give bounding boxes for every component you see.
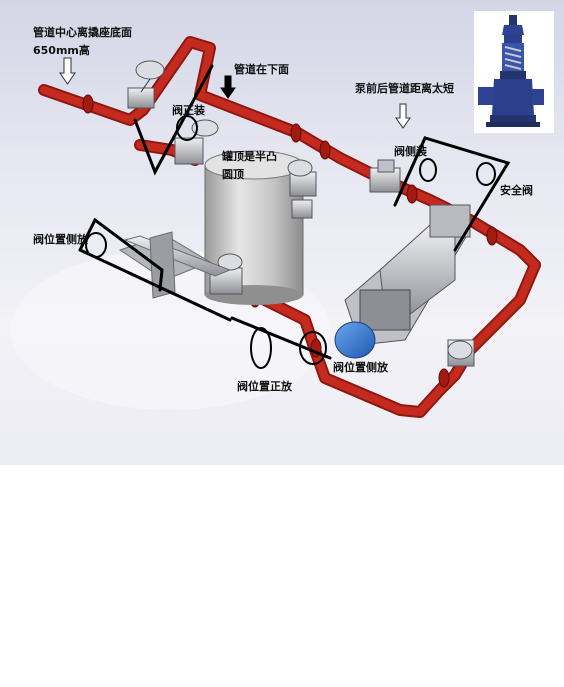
3d-model-view: 管道中心离撬座底面 650mm高 管道在下面 泵前后管道距离太短 阀正装 罐顶是… [0, 0, 564, 465]
valve-tank-inlet [174, 119, 219, 165]
label-tank-top-line1: 罐顶是半凸 [222, 150, 277, 163]
side-mounted-valve-assembly [118, 231, 232, 299]
valve-tank-right [287, 159, 317, 219]
motor-fan-housing [359, 289, 411, 331]
arrow-pipe-below [220, 75, 236, 99]
label-valve-side-place-left: 阀位置侧放 [33, 233, 88, 246]
flange [290, 123, 302, 143]
label-valve-side-place-right: 阀位置侧放 [333, 361, 388, 374]
flange [406, 184, 418, 204]
safety-valve-photo [474, 11, 554, 133]
annotation-circles [85, 115, 496, 369]
pump-casing [429, 204, 471, 238]
label-safety-valve: 安全阀 [500, 184, 533, 197]
annotation-lines [78, 64, 511, 360]
pump-skid [334, 204, 471, 359]
circle-valve-upright [176, 115, 198, 141]
arrow-pump-outlet [395, 103, 411, 129]
flange [82, 94, 94, 114]
label-pump-outlet-pipe-short: 泵前后管道距离太短 [355, 82, 454, 95]
label-pipe-center-height-line1: 管道中心离撬座底面 [33, 26, 132, 39]
circle-safety-valve [476, 162, 496, 186]
valve-top-left [127, 60, 165, 109]
label-valve-upright-place: 阀位置正放 [237, 380, 292, 393]
flange [319, 140, 331, 160]
flange [438, 368, 450, 388]
label-valve-upright: 阀正装 [172, 104, 205, 117]
piping-model [38, 36, 541, 418]
motor-end [334, 321, 376, 359]
valve-pump-inlet [369, 159, 401, 193]
circle-valve-right [299, 331, 327, 365]
label-pipe-center-height-line2: 650mm高 [33, 44, 90, 57]
circle-valve-left [85, 232, 107, 258]
label-tank-top-line2: 圆顶 [222, 168, 244, 181]
arrow-pipe-height [59, 57, 76, 85]
valve-right-riser [447, 339, 475, 367]
flange [486, 226, 498, 246]
circle-valve-side-mount [419, 158, 437, 182]
label-pipe-below: 管道在下面 [234, 63, 289, 76]
label-valve-side-mount: 阀侧装 [394, 145, 427, 158]
callout-arrows [59, 57, 411, 129]
circle-valve-upright-place [250, 327, 272, 369]
gate-valves [127, 60, 475, 367]
safety-valve-illustration [474, 11, 554, 133]
